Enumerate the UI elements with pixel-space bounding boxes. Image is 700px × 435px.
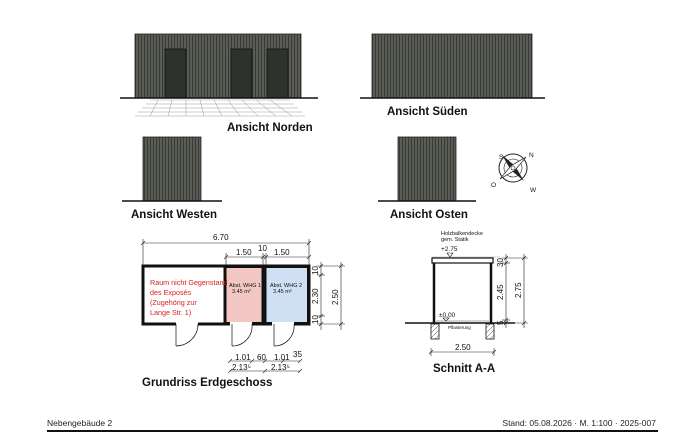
section-dim-inner: 2.45: [496, 284, 505, 300]
exclusion-note-line-2: des Exposés: [150, 288, 192, 297]
section-dim-bottom: 5: [496, 320, 505, 325]
west-facade: [142, 136, 202, 202]
exclusion-note-line-4: Lange Str. 1): [150, 308, 191, 317]
view-south: Ansicht Süden: [360, 33, 545, 118]
footer-building-name: Nebengebäude 2: [47, 418, 113, 428]
dim-height-inner: 2.30: [311, 288, 320, 304]
floorplan: 6.70 1.50 10 1.50 Raum nicht Gegenstand …: [140, 233, 345, 389]
floor-material: Pflasterung: [448, 325, 471, 330]
dim-height-bottom: 10: [311, 315, 320, 324]
east-facade: [397, 136, 457, 202]
compass-label-n: N: [529, 152, 534, 159]
room-whg-1: [225, 267, 263, 323]
ceiling-note-line-2: gem. Statik: [441, 237, 469, 243]
north-view-title: Ansicht Norden: [227, 122, 313, 134]
section-title: Schnitt A-A: [433, 363, 495, 375]
compass-label-o: O: [491, 182, 496, 189]
dim-door-sub-2: 2.13⁵: [271, 363, 290, 372]
east-view-title: Ansicht Osten: [390, 209, 468, 221]
top-level: +2.75: [441, 246, 458, 253]
section-width: 2.50: [455, 343, 471, 352]
dim-door-2: 1.01: [274, 353, 290, 362]
section-roof: [431, 257, 494, 264]
top-level-marker: [446, 252, 454, 258]
dim-height-total: 2.50: [331, 289, 340, 305]
dim-partition: 10: [258, 244, 267, 253]
dim-door-sub-1: 2.13⁵: [232, 363, 251, 372]
footer-stand: Stand: 05.08.2026 · M. 1:100 · 2025-007: [502, 418, 656, 428]
compass-label-w: W: [530, 187, 537, 194]
dim-door-1: 1.01: [235, 353, 251, 362]
dim-room-width-2: 1.50: [274, 248, 290, 257]
room2-area: 3.45 m²: [273, 289, 292, 295]
section-dim-top: 30: [496, 258, 505, 267]
dim-door-right: 35: [293, 350, 302, 359]
floorplan-doors: [175, 322, 295, 347]
view-east: Ansicht Osten: [378, 136, 476, 221]
dim-height-top: 10: [311, 266, 320, 275]
south-facade: [371, 33, 533, 99]
room1-area: 3.45 m²: [232, 289, 251, 295]
compass-rose: [498, 153, 528, 183]
exclusion-note-line-3: (Zugehörig zur: [150, 298, 197, 307]
floorplan-title: Grundriss Erdgeschoss: [142, 377, 272, 389]
exclusion-note-line-1: Raum nicht Gegenstand: [150, 278, 228, 287]
north-door-2: [230, 48, 253, 99]
north-door-1: [164, 48, 187, 99]
dim-room-width-1: 1.50: [236, 248, 252, 257]
compass-label-s: S: [499, 154, 504, 161]
north-paving: [135, 99, 305, 117]
view-west: Ansicht Westen: [122, 136, 222, 221]
room1-name: Abst. WHG 1: [229, 283, 261, 289]
north-door-3: [266, 48, 289, 99]
title-block: Nebengebäude 2 Stand: 05.08.2026 · M. 1:…: [47, 418, 658, 432]
dim-door-gap: 60: [257, 353, 266, 362]
section-aa: Holzbalkendecke gem. Statik +2.75 ±0,00 …: [405, 231, 528, 375]
south-view-title: Ansicht Süden: [387, 106, 468, 118]
view-north: Ansicht Norden: [120, 33, 318, 134]
floor-level: ±0,00: [439, 312, 456, 319]
section-dim-total: 2.75: [514, 282, 523, 298]
west-view-title: Ansicht Westen: [131, 209, 217, 221]
floor-level-marker: [442, 317, 450, 322]
room-whg-2: [265, 267, 308, 323]
room2-name: Abst. WHG 2: [270, 283, 302, 289]
dim-overall-width: 6.70: [213, 233, 229, 242]
ceiling-note-line-1: Holzbalkendecke: [441, 231, 483, 237]
